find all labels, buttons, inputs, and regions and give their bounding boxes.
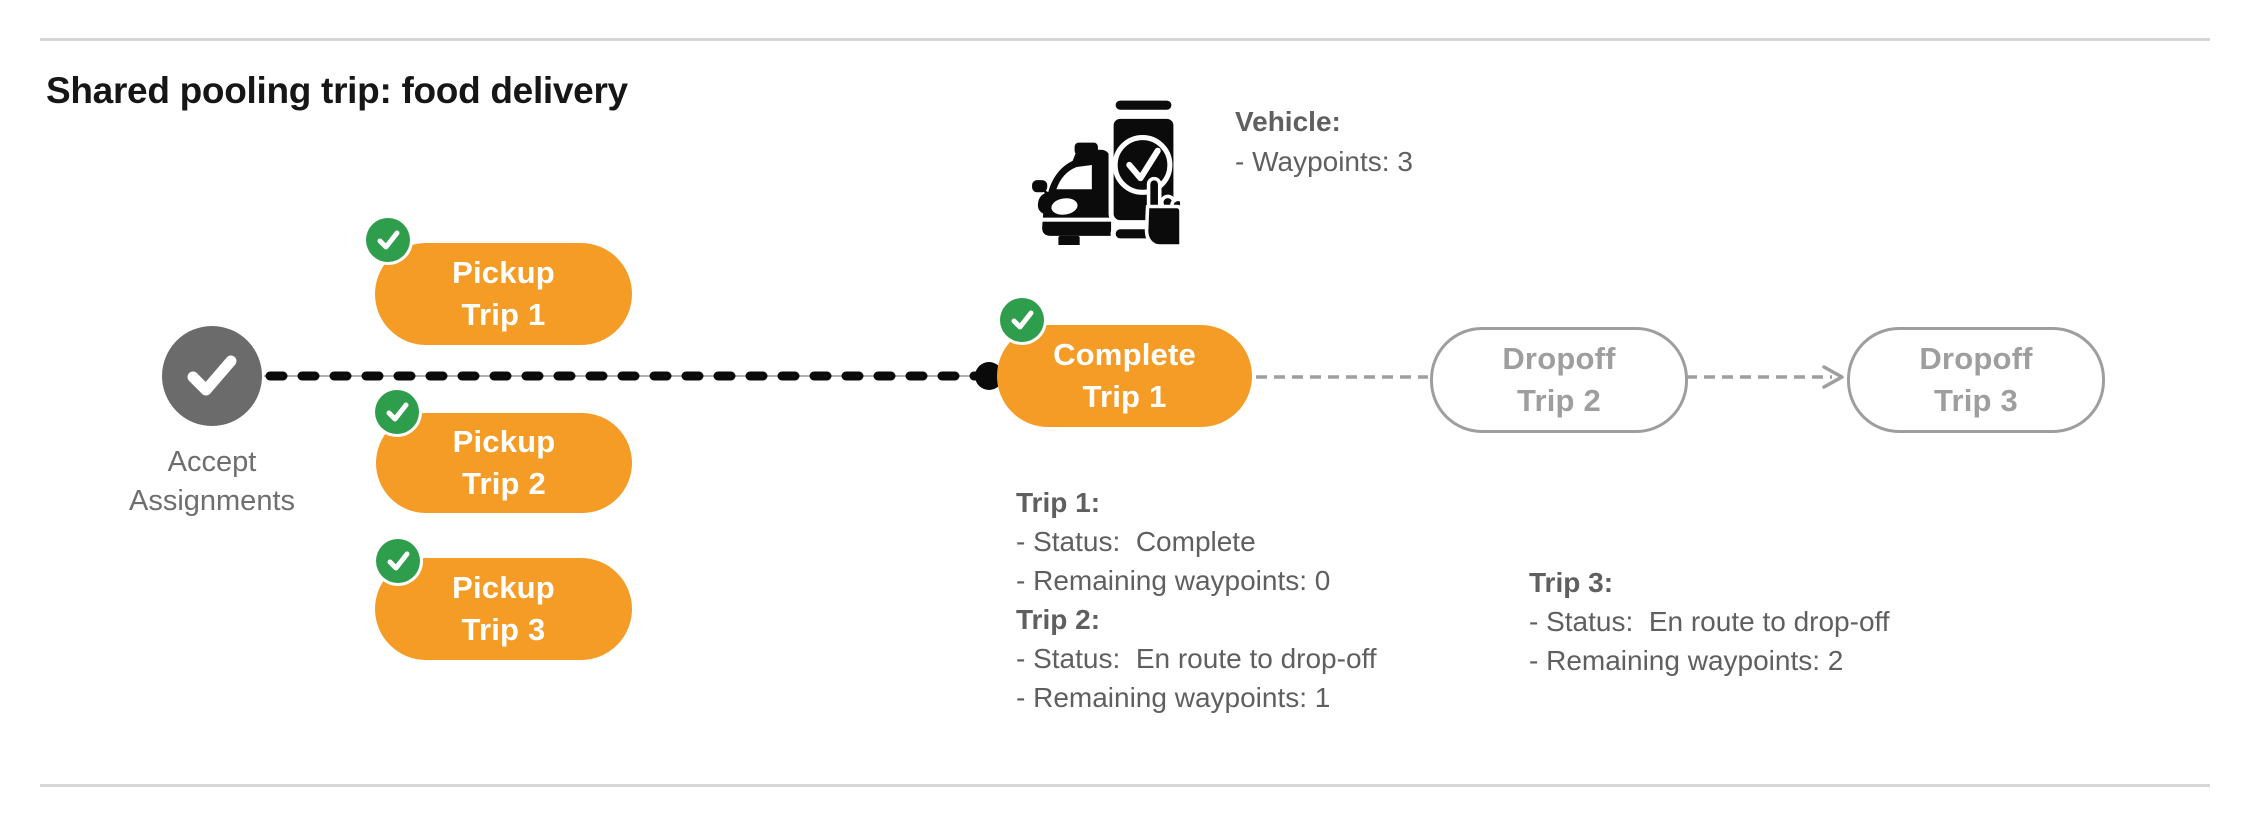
node-complete-trip-1: Complete Trip 1 (997, 325, 1252, 427)
trip-2-waypoints: - Remaining waypoints: 1 (1016, 682, 1331, 713)
trip-1-waypoints: - Remaining waypoints: 0 (1016, 565, 1331, 596)
top-divider (40, 38, 2210, 41)
vehicle-waypoints: - Waypoints: 3 (1235, 146, 1413, 177)
completed-check-icon (376, 539, 420, 583)
accept-assignments-node (162, 326, 262, 426)
node-pickup-trip-1: Pickup Trip 1 (375, 243, 632, 345)
trip-2-heading: Trip 2: (1016, 604, 1101, 635)
accept-assignments-label: Accept Assignments (128, 446, 295, 517)
trip-1-status: - Status: Complete (1016, 526, 1256, 557)
check-icon (187, 355, 237, 396)
node-pickup-trip-2: Pickup Trip 2 (376, 413, 632, 513)
page-title: Shared pooling trip: food delivery (46, 70, 628, 111)
trip-2-status: - Status: En route to drop-off (1016, 643, 1377, 674)
node-dropoff-trip-3: Dropoff Trip 3 (1847, 327, 2105, 433)
trip-3-waypoints: - Remaining waypoints: 2 (1529, 645, 1844, 676)
car-phone-check-icon (1032, 95, 1180, 245)
trip-3-status-block: Trip 3: - Status: En route to drop-off -… (1529, 563, 1890, 680)
arrowhead-icon (1822, 365, 1844, 389)
current-position-dot (975, 362, 1003, 390)
vehicle-heading: Vehicle: (1235, 106, 1341, 137)
trip-1-heading: Trip 1: (1016, 487, 1101, 518)
bottom-divider (40, 784, 2210, 787)
trip-3-status: - Status: En route to drop-off (1529, 606, 1890, 637)
trip-3-heading: Trip 3: (1529, 567, 1614, 598)
trip-1-2-status-block: Trip 1: - Status: Complete - Remaining w… (1016, 483, 1377, 717)
node-pickup-trip-3: Pickup Trip 3 (375, 558, 632, 660)
completed-check-icon (366, 218, 410, 262)
completed-check-icon (375, 390, 419, 434)
completed-check-icon (1000, 298, 1044, 342)
vehicle-info: Vehicle: - Waypoints: 3 (1235, 102, 1413, 182)
node-dropoff-trip-2: Dropoff Trip 2 (1430, 327, 1688, 433)
